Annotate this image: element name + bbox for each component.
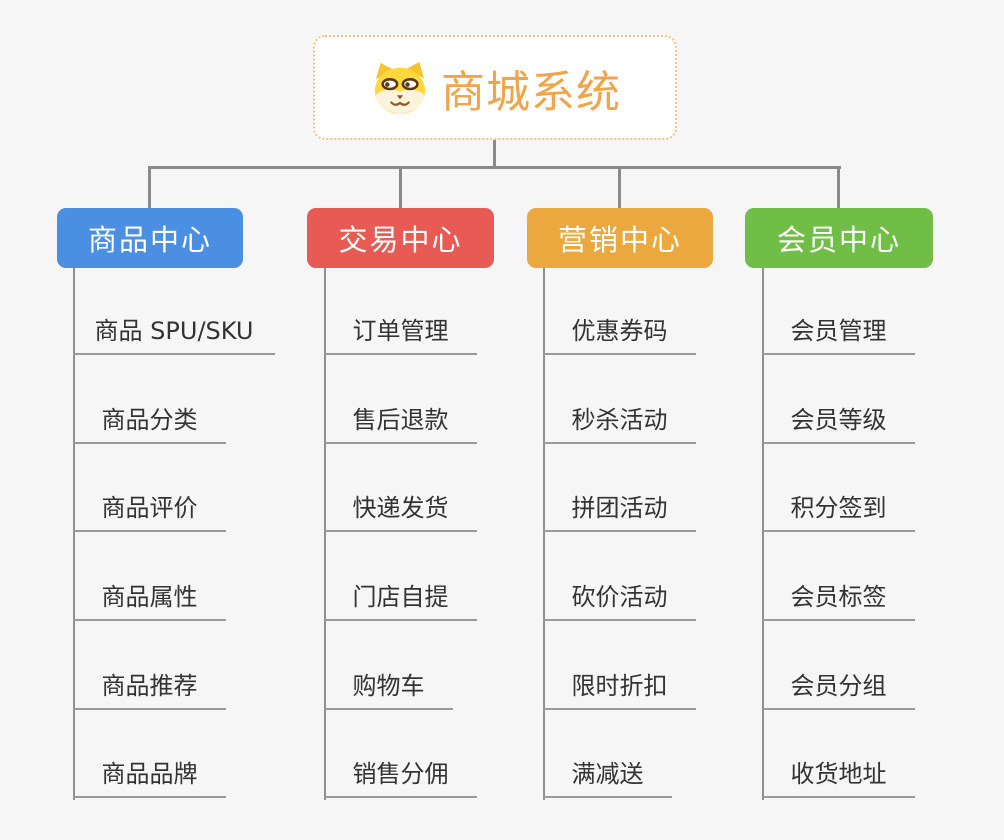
leaf-item[interactable]: 收货地址 [762, 752, 915, 798]
branch-node-member-center[interactable]: 会员中心 [745, 208, 933, 268]
leaf-item[interactable]: 商品属性 [73, 575, 226, 621]
leaf-item[interactable]: 商品评价 [73, 486, 226, 532]
leaf-item[interactable]: 售后退款 [324, 398, 477, 444]
leaf-item[interactable]: 满减送 [543, 752, 672, 798]
leaf-item[interactable]: 商品品牌 [73, 752, 226, 798]
branch-drop-connector [399, 166, 402, 210]
branch-node-marketing-center[interactable]: 营销中心 [527, 208, 713, 268]
branch-spine-connector [543, 268, 545, 800]
leaf-item[interactable]: 优惠券码 [543, 309, 696, 355]
root-stem-connector [493, 138, 496, 168]
branch-drop-connector [618, 166, 621, 210]
branch-spine-connector [762, 268, 764, 800]
leaf-item[interactable]: 商品 SPU/SKU [73, 309, 275, 355]
leaf-item[interactable]: 限时折扣 [543, 664, 696, 710]
leaf-item[interactable]: 秒杀活动 [543, 398, 696, 444]
branch-drop-connector [837, 166, 840, 210]
branch-node-trade-center[interactable]: 交易中心 [307, 208, 494, 268]
leaf-item[interactable]: 商品分类 [73, 398, 226, 444]
root-node[interactable]: 商城系统 [313, 35, 677, 140]
leaf-item[interactable]: 拼团活动 [543, 486, 696, 532]
leaf-item[interactable]: 会员管理 [762, 309, 915, 355]
leaf-item[interactable]: 会员分组 [762, 664, 915, 710]
leaf-item[interactable]: 积分签到 [762, 486, 915, 532]
branch-drop-connector [148, 166, 151, 210]
branch-spine-connector [324, 268, 326, 800]
dog-face-icon [374, 61, 426, 114]
leaf-item[interactable]: 订单管理 [324, 309, 477, 355]
root-node-title: 商城系统 [441, 66, 621, 118]
leaf-item[interactable]: 门店自提 [324, 575, 477, 621]
branch-spine-connector [73, 268, 75, 800]
leaf-item[interactable]: 会员等级 [762, 398, 915, 444]
leaf-item[interactable]: 快递发货 [324, 486, 477, 532]
leaf-item[interactable]: 商品推荐 [73, 664, 226, 710]
leaf-item[interactable]: 销售分佣 [324, 752, 477, 798]
leaf-item[interactable]: 会员标签 [762, 575, 915, 621]
leaf-item[interactable]: 砍价活动 [543, 575, 696, 621]
branch-node-product-center[interactable]: 商品中心 [57, 208, 243, 268]
horizontal-bus-connector [149, 166, 841, 169]
leaf-item[interactable]: 购物车 [324, 664, 453, 710]
